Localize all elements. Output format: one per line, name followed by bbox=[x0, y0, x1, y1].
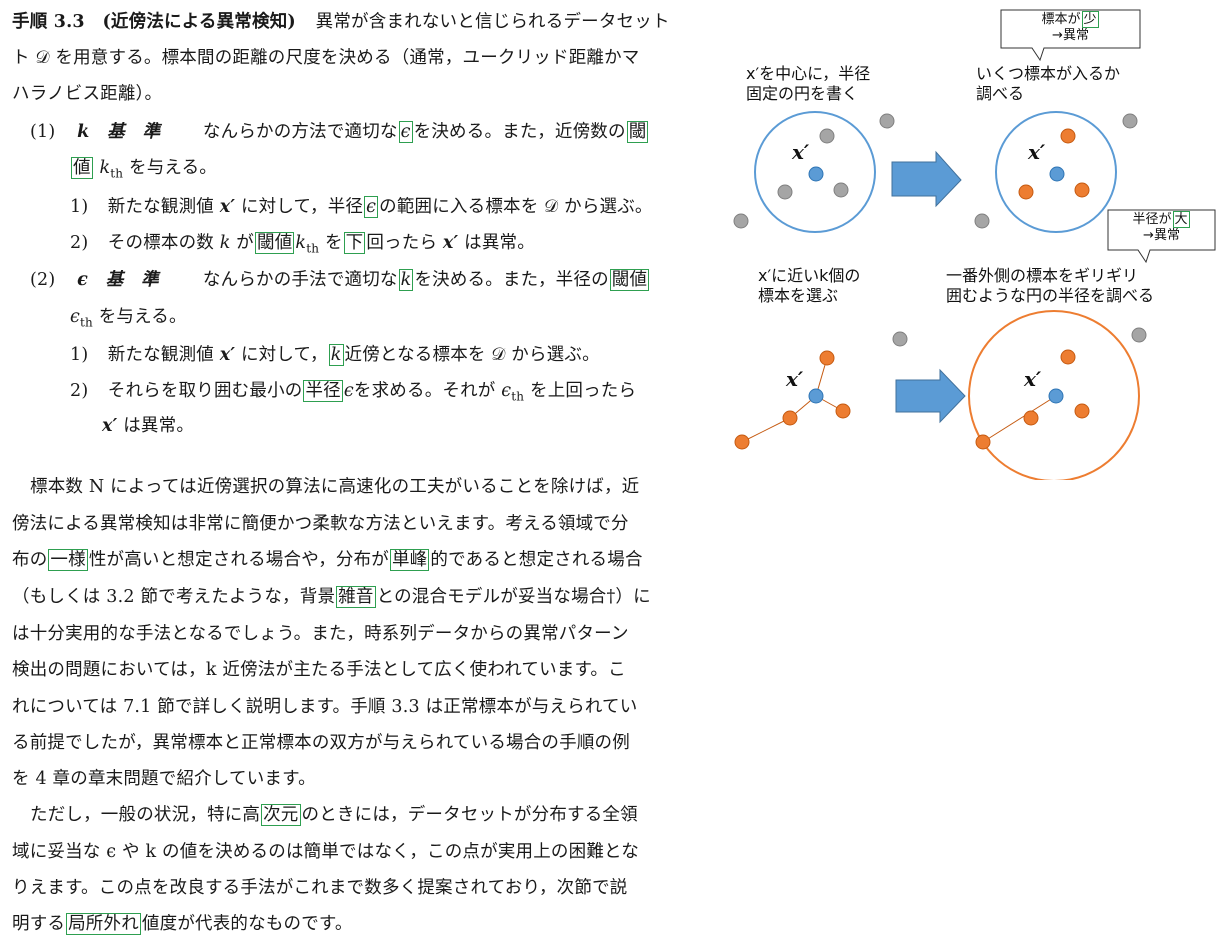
body-line-7: れについては 7.1 節で詳しく説明します。手順 3.3 は正常標本が与えられて… bbox=[12, 697, 638, 717]
highlight-dimension: 次元 bbox=[261, 804, 301, 826]
highlight-epsilon: ϵ bbox=[398, 121, 413, 143]
body-line-2: 傍法による異常検知は非常に簡便かつ柔軟な方法といえます。考える領域で分 bbox=[12, 514, 629, 534]
highlight-local-outlier: 局所外れ bbox=[66, 913, 141, 935]
query-point-blue bbox=[1048, 388, 1064, 404]
radius-edge bbox=[982, 395, 1057, 443]
eps-criterion-step-2-cont: x′ は異常。 bbox=[102, 416, 195, 436]
fixed-radius-circle-2 bbox=[995, 111, 1117, 233]
enclosing-radius-circle bbox=[968, 310, 1140, 480]
highlight-threshold-2: 値 bbox=[71, 157, 93, 179]
sample-point-orange bbox=[1060, 128, 1076, 144]
caption-count-1: いくつ標本が入るか bbox=[976, 64, 1121, 83]
highlight-below: 下 bbox=[343, 232, 366, 254]
knn-diagram: x′を中心に，半径 固定の円を書く いくつ標本が入るか 調べる 標本が少 →異常… bbox=[710, 0, 1226, 939]
callout-box-bottom bbox=[1107, 209, 1216, 264]
sample-point-orange bbox=[835, 403, 851, 419]
query-label: x′ bbox=[792, 140, 810, 164]
body-line-12: りえます。この点を改良する手法がこれまで数多く提案されており，次節で説 bbox=[12, 878, 628, 898]
sample-point-gray bbox=[733, 213, 749, 229]
body-line-5: は十分実用的な手法となるでしょう。また，時系列データからの異常パターン bbox=[12, 624, 629, 644]
query-label: x′ bbox=[1024, 367, 1042, 391]
body-line-8: る前提でしたが，異常標本と正常標本の双方が与えられている場合の手順の例 bbox=[12, 733, 630, 753]
sample-point-gray bbox=[833, 182, 849, 198]
highlight-large: 大 bbox=[1172, 211, 1190, 228]
callout-bottom-text: 半径が大 →異常 bbox=[1132, 211, 1190, 243]
k-criterion-line-2: 値 kth を与える。 bbox=[71, 157, 217, 181]
query-label: x′ bbox=[1028, 140, 1046, 164]
sample-point-orange bbox=[819, 350, 835, 366]
sample-point-orange bbox=[782, 410, 798, 426]
highlight-unimodal: 単峰 bbox=[390, 549, 430, 571]
highlight-epsilon-2: ϵ bbox=[364, 196, 379, 218]
arrow-right-icon bbox=[895, 368, 966, 424]
body-line-1: 標本数 N によっては近傍選択の算法に高速化の工夫がいることを除けば，近 bbox=[30, 477, 640, 497]
sample-point-orange bbox=[734, 434, 750, 450]
sample-point-orange bbox=[1018, 184, 1034, 200]
caption-fixed-circle-1: x′を中心に，半径 bbox=[746, 64, 871, 83]
highlight-uniform: 一様 bbox=[48, 549, 88, 571]
arrow-right-icon bbox=[891, 150, 962, 208]
caption-knn-2: 標本を選ぶ bbox=[758, 286, 839, 305]
highlight-threshold-1: 閾 bbox=[626, 121, 649, 143]
k-criterion-name: k 基 準 bbox=[77, 122, 161, 142]
fixed-radius-circle bbox=[754, 111, 876, 233]
caption-radius-1: 一番外側の標本をギリギリ bbox=[946, 266, 1139, 285]
sample-point-gray bbox=[892, 331, 908, 347]
caption-fixed-circle-2: 固定の円を書く bbox=[746, 84, 859, 103]
procedure-line-3: ハラノビス距離）。 bbox=[12, 84, 163, 104]
sample-point-gray bbox=[819, 128, 835, 144]
procedure-title: 手順 3.3 (近傍法による異常検知) bbox=[12, 12, 296, 32]
query-point-blue bbox=[808, 166, 824, 182]
callout-top-text: 標本が少 →異常 bbox=[1041, 11, 1099, 43]
k-criterion-number: (1) bbox=[30, 122, 56, 142]
sample-point-orange bbox=[975, 434, 991, 450]
highlight-threshold-4: 閾値 bbox=[609, 269, 650, 291]
body-line-6: 検出の問題においては，k 近傍法が主たる手法として広く使われています。こ bbox=[12, 660, 626, 680]
eps-criterion-line-2: ϵth を与える。 bbox=[70, 307, 187, 330]
query-point-blue bbox=[808, 388, 824, 404]
callout-box-top bbox=[1000, 9, 1141, 62]
caption-radius-2: 囲むような円の半径を調べる bbox=[946, 286, 1155, 305]
highlight-k-2: k bbox=[328, 344, 344, 366]
body-line-4: （もしくは 3.2 節で考えたような，背景雑音との混合モデルが妥当な場合†）に bbox=[12, 586, 651, 608]
procedure-line-1: 手順 3.3 (近傍法による異常検知) 異常が含まれないと信じられるデータセット bbox=[12, 12, 670, 32]
eps-criterion-name: ϵ 基 準 bbox=[77, 270, 159, 290]
procedure-line-2: ト 𝒟 を用意する。標本間の距離の尺度を決める（通常，ユークリッド距離かマ bbox=[12, 48, 640, 68]
sample-point-gray bbox=[1131, 327, 1147, 343]
caption-knn-1: x′に近いk個の bbox=[758, 266, 861, 285]
body-line-13: 明する局所外れ値度が代表的なものです。 bbox=[12, 913, 353, 935]
query-point-blue bbox=[1049, 166, 1065, 182]
sample-point-gray bbox=[879, 113, 895, 129]
body-line-3: 布の一様性が高いと想定される場合や，分布が単峰的であると想定される場合 bbox=[12, 549, 643, 571]
text-column: 手順 3.3 (近傍法による異常検知) 異常が含まれないと信じられるデータセット… bbox=[12, 12, 670, 935]
sample-point-orange bbox=[1074, 182, 1090, 198]
diagram-canvas bbox=[733, 9, 1216, 480]
sample-point-gray bbox=[1122, 113, 1138, 129]
sample-point-orange bbox=[1060, 349, 1076, 365]
body-line-11: 域に妥当な ϵ や k の値を決めるのは簡単ではなく，この点が実用上の困難とな bbox=[12, 842, 639, 862]
query-label: x′ bbox=[786, 367, 804, 391]
caption-count-2: 調べる bbox=[976, 84, 1025, 103]
neighbor-edge bbox=[741, 417, 791, 443]
sample-point-gray bbox=[777, 184, 793, 200]
sample-point-gray bbox=[974, 213, 990, 229]
highlight-few: 少 bbox=[1081, 11, 1099, 28]
highlight-threshold-3: 閾値 bbox=[255, 232, 295, 254]
sample-point-orange bbox=[1074, 403, 1090, 419]
highlight-noise: 雑音 bbox=[336, 586, 376, 608]
sample-point-orange bbox=[1023, 410, 1039, 426]
body-line-9: を 4 章の章末問題で紹介しています。 bbox=[12, 769, 316, 789]
eps-criterion-number: (2) bbox=[30, 270, 56, 290]
body-line-10: ただし，一般の状況，特に高次元のときには，データセットが分布する全領 bbox=[30, 804, 638, 826]
highlight-radius: 半径 bbox=[303, 380, 343, 402]
highlight-k: k bbox=[398, 269, 414, 291]
